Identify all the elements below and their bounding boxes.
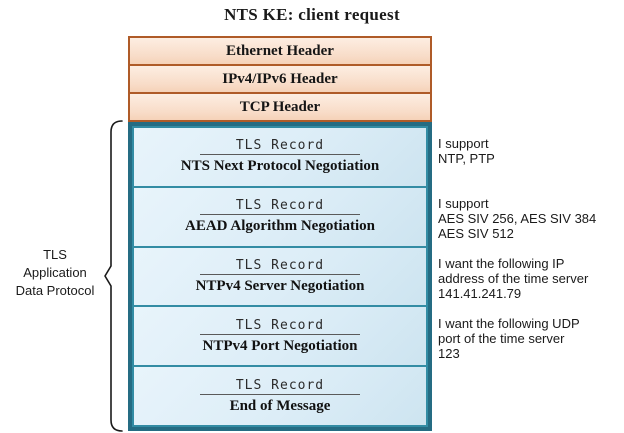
tls-record-label: TLS Record xyxy=(199,138,361,156)
tls-record-label: TLS Record xyxy=(199,318,361,335)
diagram-title: NTS KE: client request xyxy=(224,5,400,24)
annotation-server-ip: I want the following IP address of the t… xyxy=(438,256,589,301)
tls-record-port-negotiation: TLS Record NTPv4 Port Negotiation xyxy=(132,305,428,368)
tcp-header-label: TCP Header xyxy=(239,98,321,115)
tls-record-aead: TLS Record AEAD Algorithm Negotiation xyxy=(132,185,428,248)
tls-record-label: TLS Record xyxy=(199,198,361,216)
annotation-next-protocol: I support NTP, PTP xyxy=(438,136,495,166)
record-name: NTPv4 Port Negotiation xyxy=(202,337,358,354)
annotation-udp-port: I want the following UDP port of the tim… xyxy=(438,316,580,361)
ip-header-label: IPv4/IPv6 Header xyxy=(222,70,338,87)
record-name: NTS Next Protocol Negotiation xyxy=(180,158,380,175)
ip-header-block: IPv4/IPv6 Header xyxy=(128,64,432,94)
tls-record-server-negotiation: TLS Record NTPv4 Server Negotiation xyxy=(132,245,428,308)
ethernet-header-label: Ethernet Header xyxy=(226,42,334,59)
tls-record-label: TLS Record xyxy=(199,378,361,395)
tcp-header-block: TCP Header xyxy=(128,92,432,122)
left-brace-icon xyxy=(104,120,123,432)
tls-application-data-protocol-label: TLS Application Data Protocol xyxy=(15,247,95,298)
tls-record-next-protocol: TLS Record NTS Next Protocol Negotiation xyxy=(132,126,428,188)
tls-records-container: TLS Record NTS Next Protocol Negotiation… xyxy=(128,122,432,431)
record-name: NTPv4 Server Negotiation xyxy=(195,277,365,294)
record-name: AEAD Algorithm Negotiation xyxy=(185,218,375,235)
annotation-aead: I support AES SIV 256, AES SIV 384 AES S… xyxy=(438,196,597,241)
packet-header-stack: Ethernet Header IPv4/IPv6 Header TCP Hea… xyxy=(128,36,432,122)
ethernet-header-block: Ethernet Header xyxy=(128,36,432,66)
tls-record-label: TLS Record xyxy=(199,258,361,275)
record-name: End of Message xyxy=(229,397,331,414)
tls-record-end-of-message: TLS Record End of Message xyxy=(132,365,428,427)
